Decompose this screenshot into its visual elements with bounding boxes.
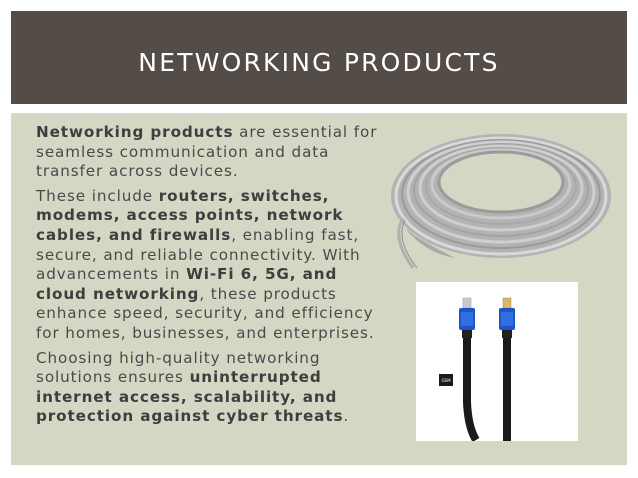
cable-tag-label: GSM — [441, 378, 451, 383]
hdmi-cable-image: GSM — [416, 282, 578, 441]
text-run: . — [343, 407, 350, 426]
text-run: Wi-Fi 6, 5G, and cloud networking — [36, 265, 338, 303]
slide-title: NETWORKING PRODUCTS — [138, 48, 500, 77]
text-run: routers, switches, modems, access points… — [36, 186, 344, 244]
content-panel: Networking products are essential for se… — [11, 113, 627, 465]
paragraph-1: Networking products are essential for se… — [36, 123, 391, 182]
paragraph-3: Choosing high-quality networking solutio… — [36, 349, 391, 427]
text-run: Networking products — [36, 123, 234, 141]
body-text: Networking products are essential for se… — [36, 123, 391, 432]
text-run: These include — [36, 186, 159, 205]
text-run: uninterrupted internet access, scalabili… — [36, 368, 344, 426]
paragraph-2: These include routers, switches, modems,… — [36, 187, 391, 344]
title-bar: NETWORKING PRODUCTS — [11, 11, 627, 104]
text-run: , these products enhance speed, security… — [36, 284, 375, 342]
text-run: are essential for seamless communication… — [36, 123, 378, 181]
network-cable-coil-image — [391, 134, 611, 269]
text-run: Choosing high-quality networking solutio… — [36, 348, 321, 387]
text-run: , enabling fast, secure, and reliable co… — [36, 225, 361, 284]
